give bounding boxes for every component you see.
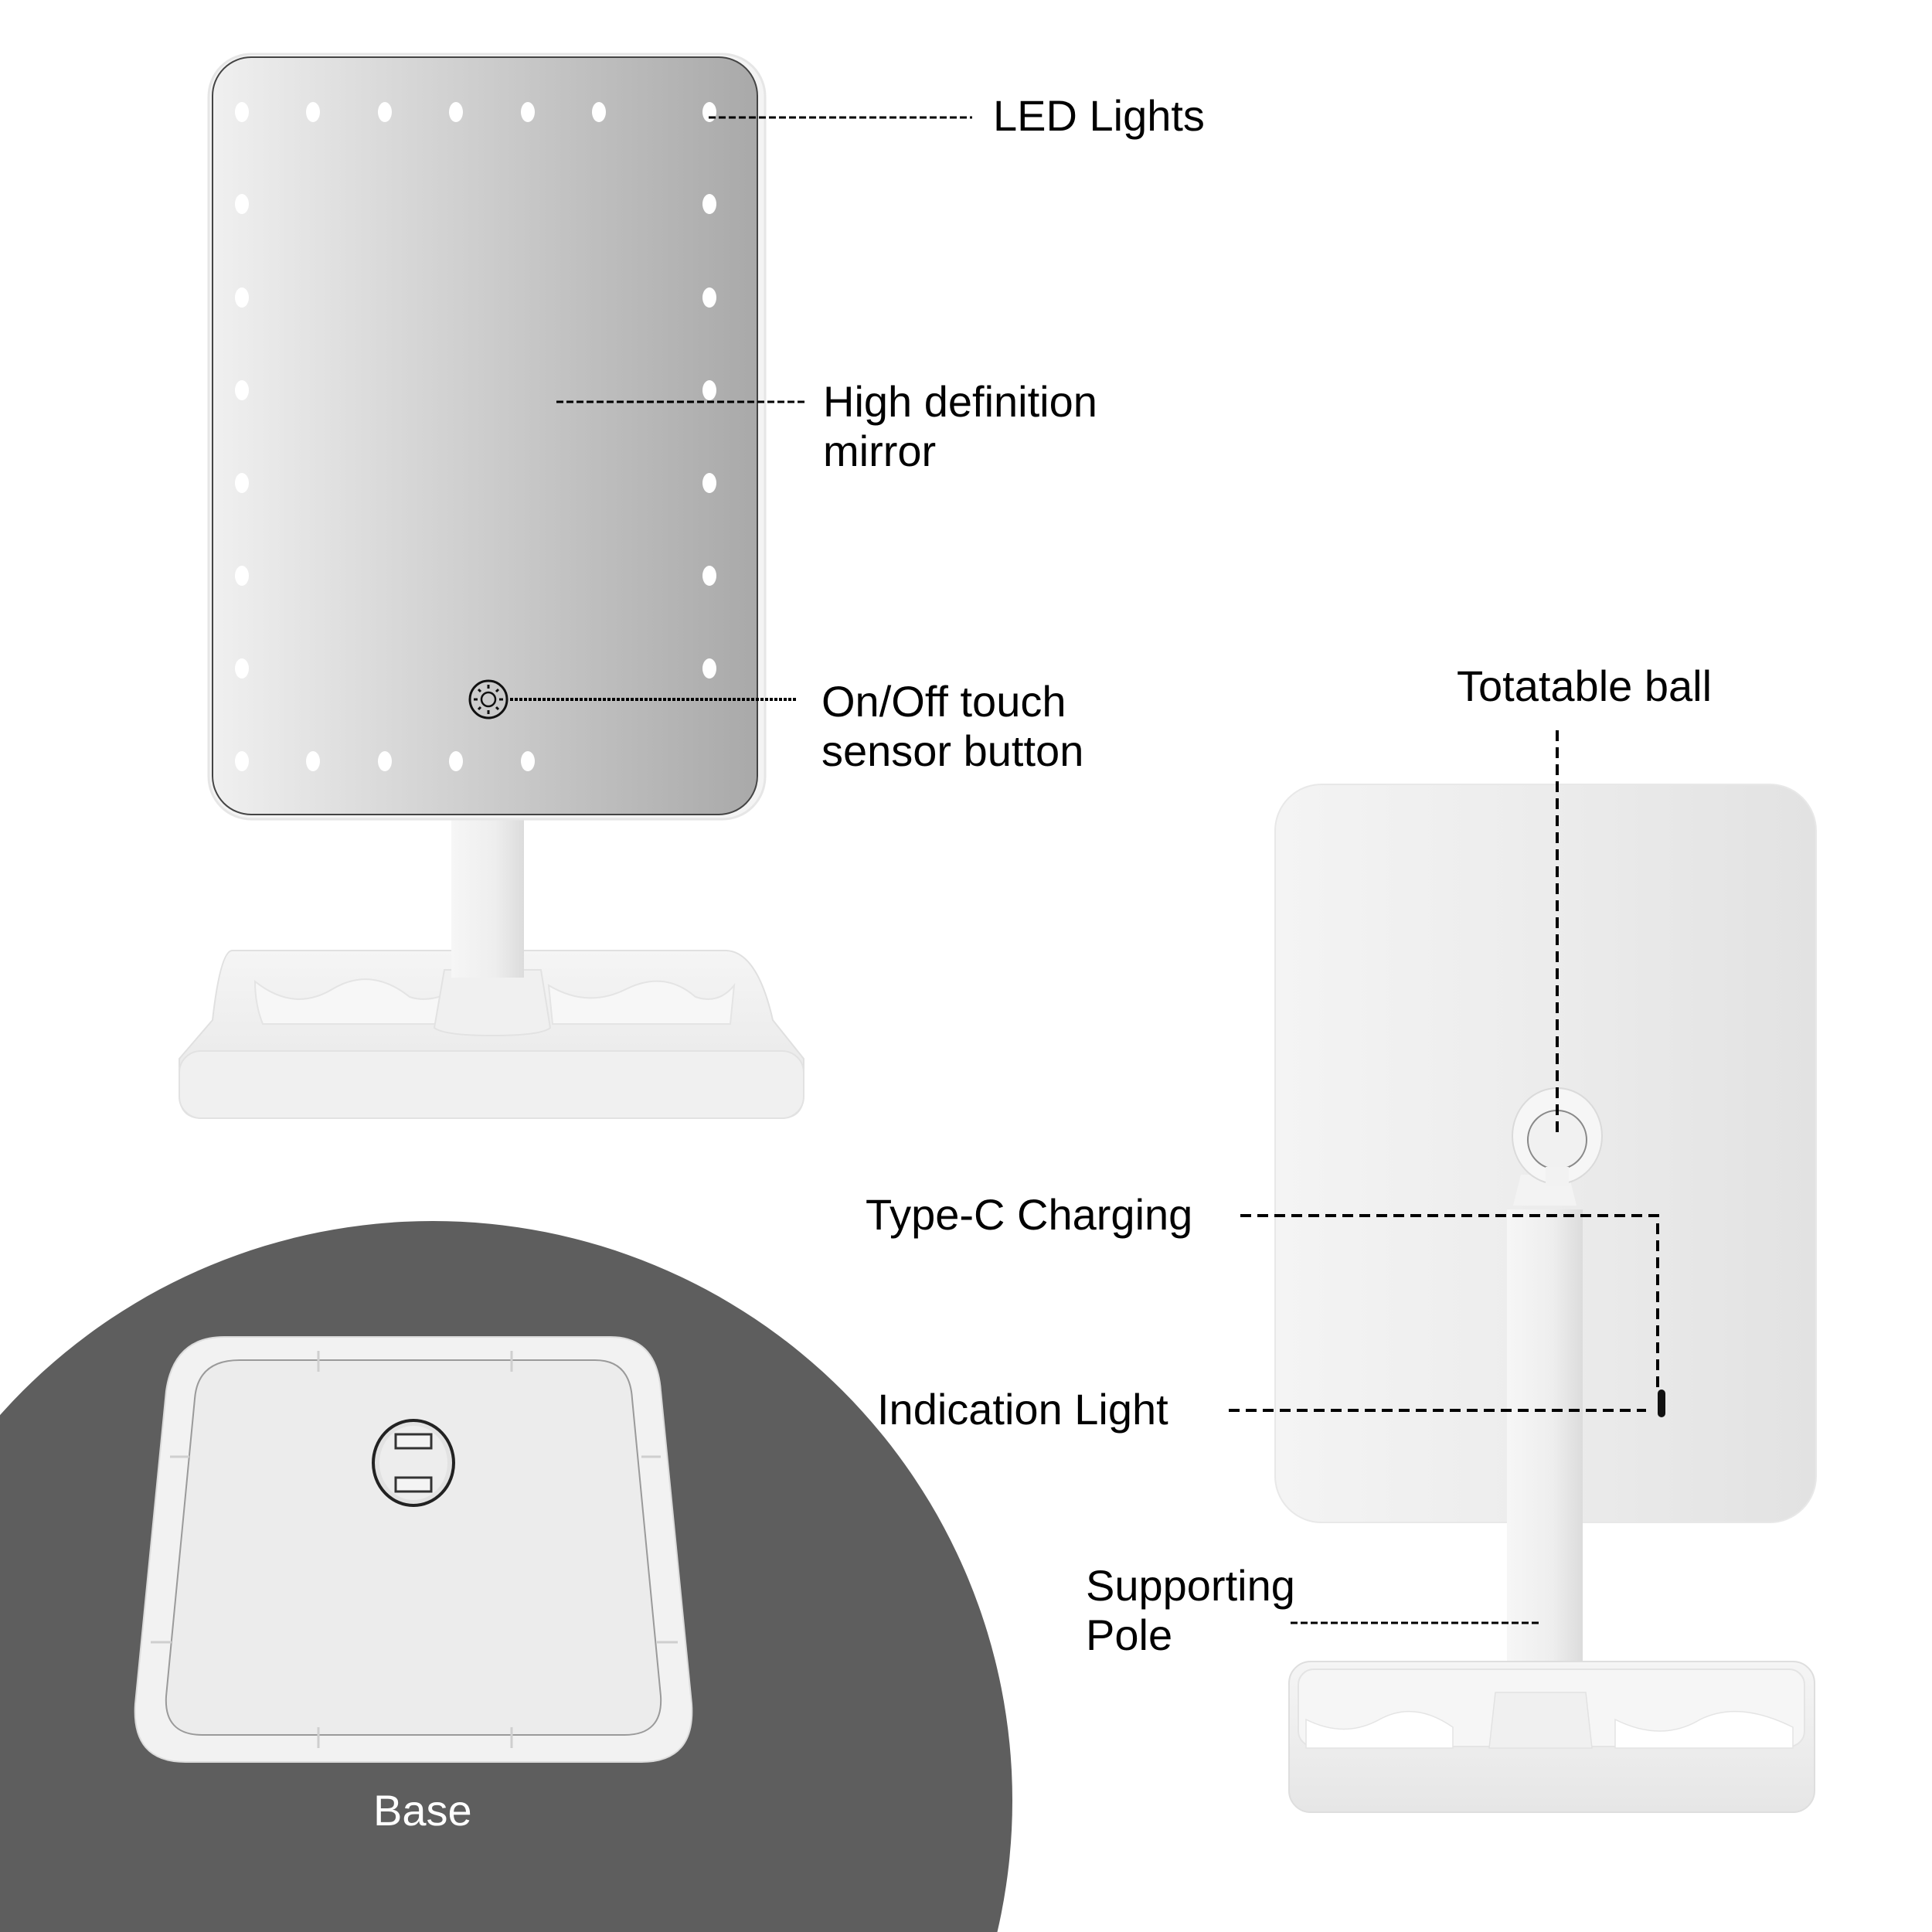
front-view xyxy=(179,53,804,1119)
label-touch-line1: On/Off touch xyxy=(821,677,1066,726)
label-type-c-charging: Type-C Charging xyxy=(866,1190,1193,1239)
label-pole-line2: Pole xyxy=(1086,1611,1173,1659)
back-tray-base xyxy=(1288,1661,1815,1813)
label-touch-line2: sensor button xyxy=(821,726,1084,775)
type-c-port xyxy=(1658,1389,1665,1417)
front-callout-lines xyxy=(510,116,972,701)
front-tray-rim xyxy=(179,1050,804,1119)
label-mirror-line2: mirror xyxy=(823,427,937,475)
type-c-callout-line xyxy=(1240,1214,1659,1391)
label-touch-sensor-button: On/Off touch sensor button xyxy=(821,677,1083,776)
label-rotatable-ball: Totatable ball xyxy=(1457,662,1713,710)
base-underside-view xyxy=(134,1336,693,1763)
back-support-pole xyxy=(1507,1209,1583,1673)
back-view xyxy=(1274,784,1817,1813)
front-support-pole xyxy=(451,815,524,978)
label-mirror-line1: High definition xyxy=(823,377,1097,426)
base-caption: Base xyxy=(373,1786,472,1835)
base-center-mount xyxy=(372,1419,455,1507)
label-indication-light: Indication Light xyxy=(877,1385,1168,1434)
sun-touch-icon[interactable] xyxy=(468,679,509,719)
front-tray-cup-right xyxy=(547,980,736,1025)
label-pole-line1: Supporting xyxy=(1086,1561,1295,1610)
back-callout-lines xyxy=(1229,730,1659,1624)
front-tray-cup-left xyxy=(253,978,464,1025)
label-supporting-pole: Supporting Pole xyxy=(1086,1561,1295,1660)
label-high-definition-mirror: High definition mirror xyxy=(823,377,1097,476)
base-inner-panel xyxy=(165,1359,662,1736)
label-led-lights: LED Lights xyxy=(993,91,1205,140)
front-pole-collar xyxy=(433,969,552,1037)
led-lights xyxy=(235,102,716,771)
high-definition-mirror xyxy=(212,56,758,815)
